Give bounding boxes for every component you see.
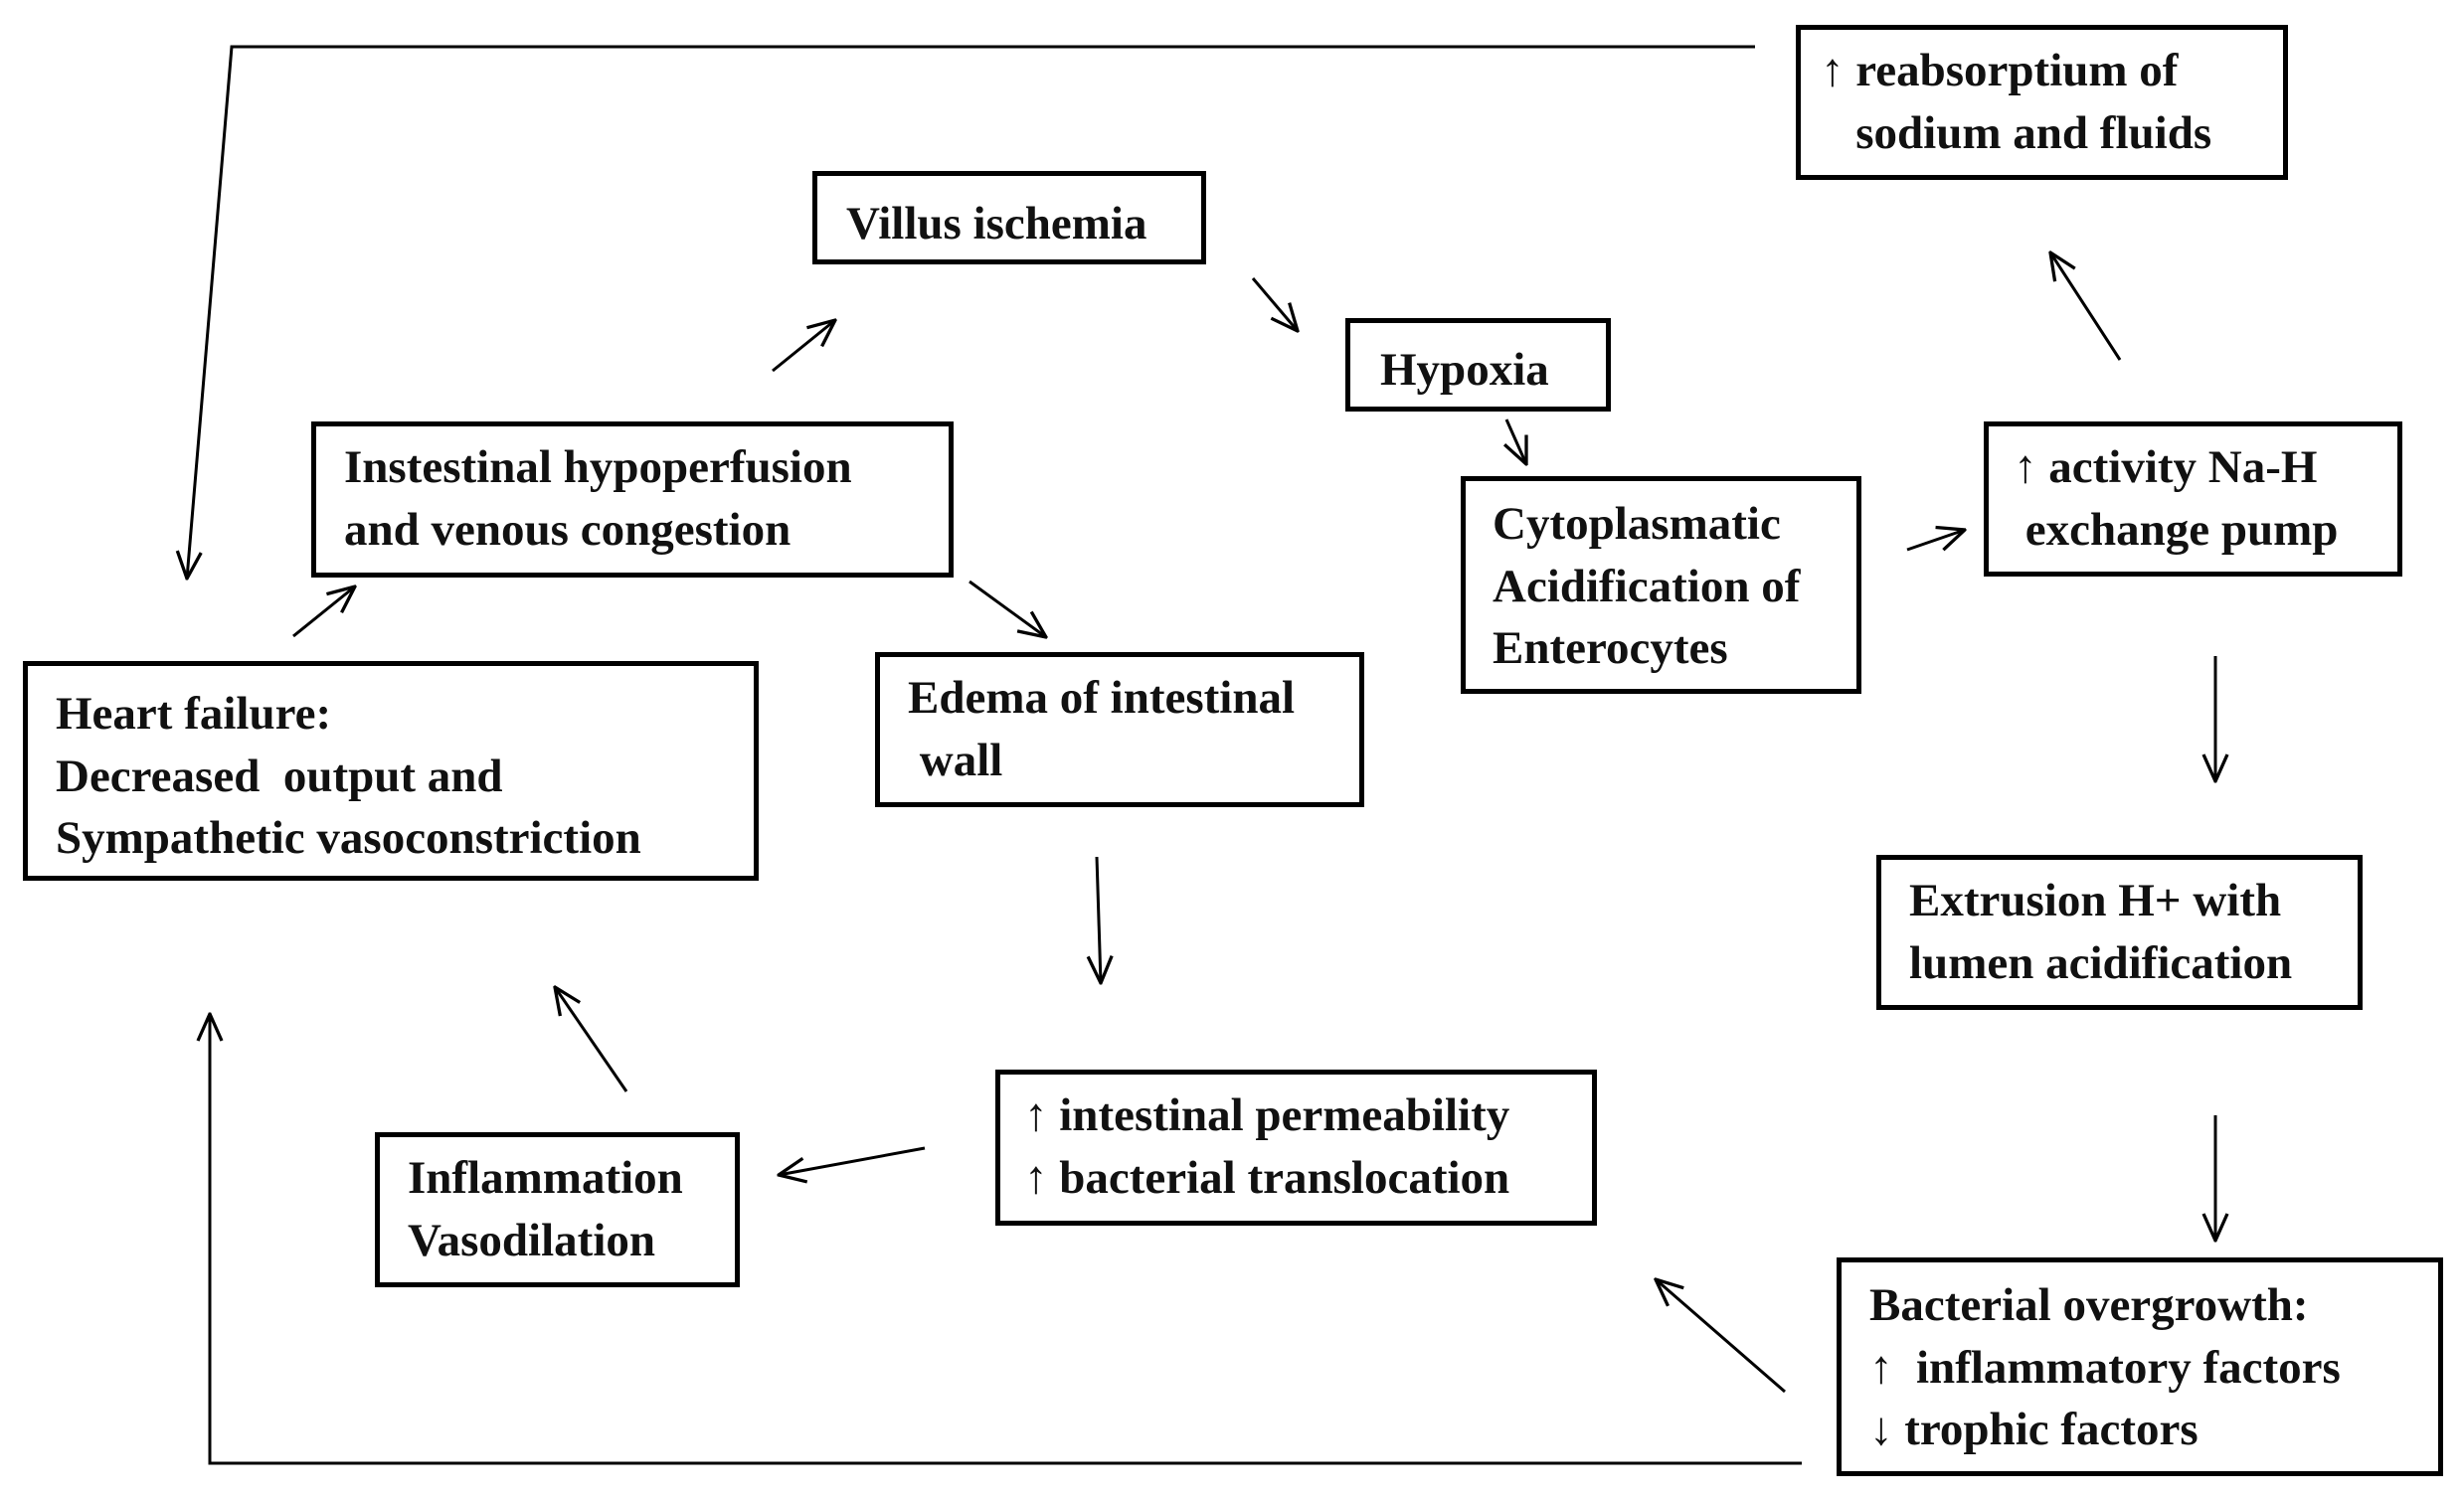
extrusion-line-2: lumen acidification [1909, 936, 2293, 989]
reabsorption-line-1: ↑ reabsorptium of [1821, 45, 2179, 96]
bacterial-line-3: ↓ trophic factors [1869, 1404, 2199, 1455]
bacterial-line-2: ↑ inflammatory factors [1869, 1341, 2341, 1394]
arrow-hypoperfusion-to-villus [772, 320, 835, 373]
arrow-permeability-to-inflammation [779, 1146, 926, 1175]
hypoperfusion-line-2: and venous congestion [344, 503, 792, 556]
permeability-box: ↑ intestinal permeability ↑ bacterial tr… [995, 1070, 1597, 1226]
edema-line-1: Edema of intestinal [908, 672, 1296, 724]
bacterial-overgrowth-box: Bacterial overgrowth: ↑ inflammatory fac… [1837, 1257, 2443, 1476]
arrow-villus-to-hypoxia [1251, 277, 1298, 331]
arrow-reabsorption-to-heart-failure [187, 45, 1755, 579]
villus-ischemia-box: Villus ischemia [812, 171, 1206, 264]
heart-failure-box: Heart failure: Decreased output and Symp… [23, 661, 759, 881]
edema-line-2: wall [908, 734, 1003, 786]
edema-box: Edema of intestinal wall [875, 652, 1364, 807]
permeability-line-1: ↑ intestinal permeability [1024, 1089, 1510, 1141]
inflammation-line-1: Inflammation [408, 1152, 683, 1204]
arrow-hypoxia-to-acidification [1506, 418, 1526, 464]
inflammation-box: Inflammation Vasodilation [375, 1132, 740, 1287]
hypoperfusion-line-1: Instestinal hypoperfusion [344, 441, 852, 493]
arrow-inflammation-to-heart-failure [555, 987, 628, 1092]
heart-failure-line-3: Sympathetic vasoconstriction [56, 812, 641, 864]
arrow-bacterial-to-heart-failure [210, 1014, 1802, 1465]
hypoperfusion-box: Instestinal hypoperfusion and venous con… [311, 421, 954, 578]
arrow-acidification-to-pump [1906, 530, 1965, 552]
hypoxia-box: Hypoxia [1345, 318, 1611, 412]
extrusion-box: Extrusion H+ with lumen acidification [1876, 855, 2363, 1010]
arrow-pump-to-reabsorption [2050, 252, 2122, 361]
bacterial-line-1: Bacterial overgrowth: [1869, 1279, 2309, 1331]
reabsorption-box: ↑ reabsorptium of sodium and fluids [1796, 25, 2288, 180]
heart-failure-line-1: Heart failure: [56, 688, 332, 740]
hypoxia-text: Hypoxia [1380, 344, 1549, 396]
na-h-pump-box: ↑ activity Na-H exchange pump [1984, 421, 2402, 577]
arrow-hypoperfusion-to-edema [968, 580, 1046, 637]
acidification-line-1: Cytoplasmatic [1493, 498, 1781, 550]
permeability-line-2: ↑ bacterial translocation [1024, 1151, 1510, 1204]
villus-ischemia-text: Villus ischemia [846, 198, 1147, 250]
na-h-pump-line-1: ↑ activity Na-H [2014, 441, 2318, 493]
arrow-edema-to-permeability [1097, 856, 1101, 983]
acidification-line-2: Acidification of [1493, 560, 1801, 612]
acidification-box: Cytoplasmatic Acidification of Enterocyt… [1461, 476, 1861, 694]
na-h-pump-line-2: exchange pump [2014, 503, 2339, 556]
heart-failure-line-2: Decreased output and [56, 750, 503, 802]
acidification-line-3: Enterocytes [1493, 622, 1728, 674]
arrow-heart-failure-to-hypoperfusion [292, 586, 355, 638]
inflammation-line-2: Vasodilation [408, 1214, 656, 1266]
reabsorption-line-2: sodium and fluids [1821, 106, 2212, 159]
extrusion-line-1: Extrusion H+ with [1909, 875, 2282, 926]
arrow-bacterial-to-permeability [1656, 1279, 1786, 1394]
